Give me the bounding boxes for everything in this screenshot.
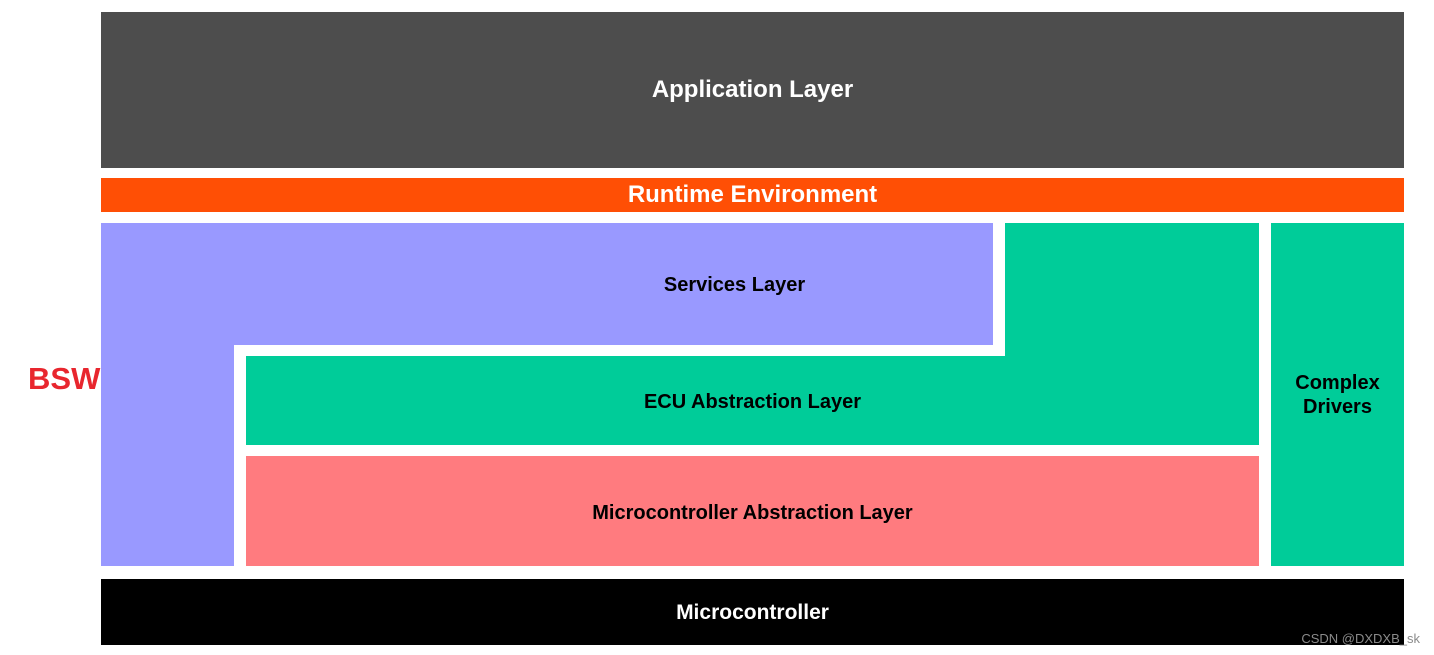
- complex-drivers-label: Complex Drivers: [1295, 372, 1380, 418]
- complex-drivers-block: [1271, 223, 1404, 566]
- application-layer-block: [101, 12, 1404, 168]
- runtime-environment-label: Runtime Environment: [627, 181, 878, 208]
- microcontroller-abstraction-layer-label: Microcontroller Abstraction Layer: [592, 502, 913, 524]
- ecu-abstraction-layer-label: ECU Abstraction Layer: [643, 391, 862, 413]
- services-layer-label: Services Layer: [663, 274, 806, 296]
- application-layer-label: Application Layer: [651, 76, 854, 103]
- bsw-label: BSW: [28, 361, 101, 396]
- ecu-abstraction-vertical-block: [1005, 223, 1259, 356]
- runtime-environment-block: [101, 178, 1404, 212]
- microcontroller-label: Microcontroller: [676, 601, 829, 624]
- services-layer-block: [101, 223, 993, 345]
- services-layer-vertical-block: [101, 345, 234, 566]
- watermark: CSDN @DXDXB_sk: [1301, 631, 1420, 646]
- microcontroller-abstraction-layer-block: [246, 456, 1259, 566]
- microcontroller-block: [101, 579, 1404, 645]
- ecu-abstraction-layer-block: [246, 356, 1259, 445]
